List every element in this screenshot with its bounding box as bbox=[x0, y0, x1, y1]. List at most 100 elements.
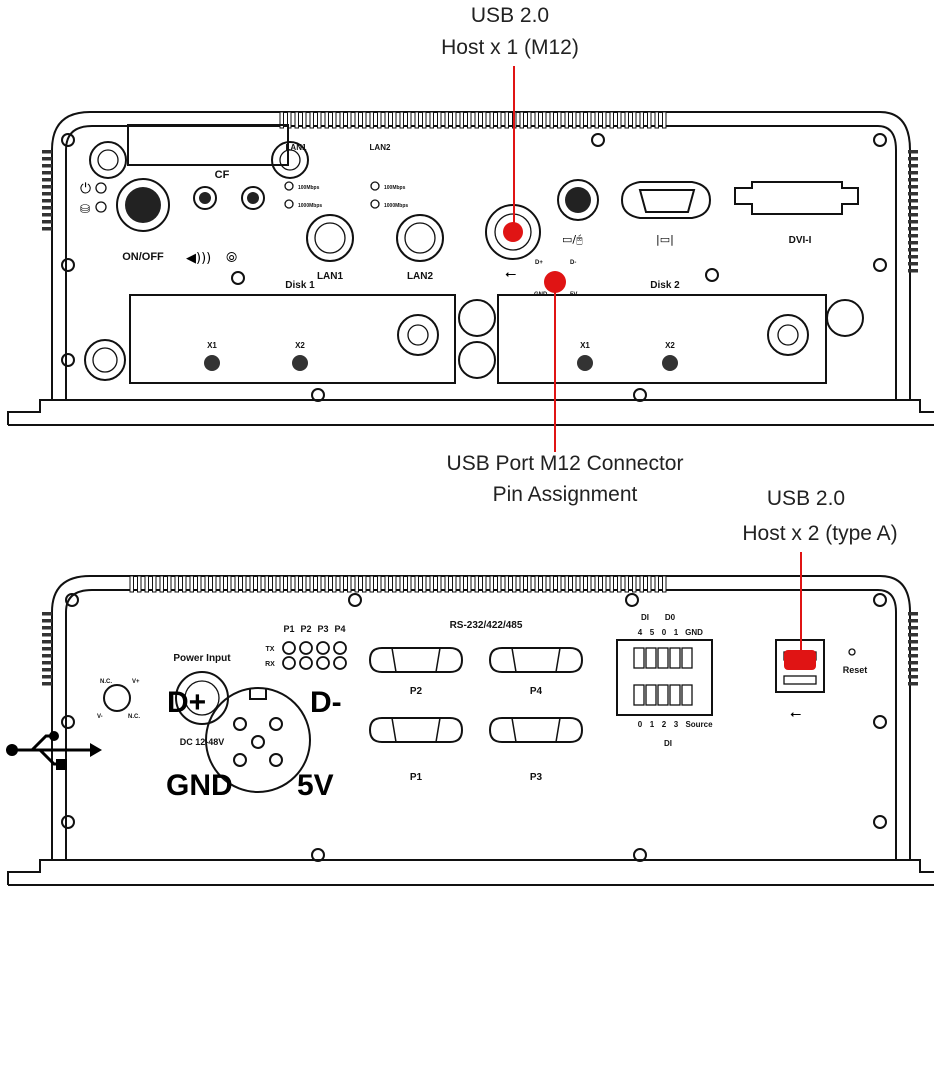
ps2-port[interactable] bbox=[557, 179, 599, 221]
disk1-x1-label: X1 bbox=[207, 341, 217, 350]
side-fins-right bbox=[908, 150, 918, 273]
power-led bbox=[95, 182, 107, 194]
svg-text:P1: P1 bbox=[283, 624, 294, 634]
corner-screw bbox=[873, 133, 887, 147]
svg-text:5: 5 bbox=[650, 628, 655, 637]
dvi-label: DVI-I bbox=[789, 235, 812, 246]
lan1-m12-connector[interactable] bbox=[306, 214, 354, 262]
corner-screw bbox=[61, 715, 75, 729]
usb-icon: ⭠ bbox=[790, 706, 801, 722]
bay-thumbscrew[interactable] bbox=[458, 299, 496, 337]
disk2-x1-led bbox=[577, 355, 593, 371]
bay-thumbscrew[interactable] bbox=[458, 341, 496, 379]
line-in-icon: ⦾ bbox=[226, 250, 237, 266]
svg-text:N.C.: N.C. bbox=[100, 679, 112, 685]
callout-usb-m12-line2: Host x 1 (M12) bbox=[441, 36, 579, 59]
front-panel: CF ⏻ ⛁ ON/OFF ◀))) ⦾ LAN1 100Mbps 1000Mb… bbox=[7, 111, 934, 426]
disk2-x2-label: X2 bbox=[665, 341, 675, 350]
source-label: Source bbox=[685, 720, 713, 729]
corner-screw bbox=[873, 715, 887, 729]
disk1-thumbscrew[interactable] bbox=[84, 339, 126, 381]
disk1-bay[interactable] bbox=[129, 294, 456, 384]
pin-dplus bbox=[233, 717, 247, 731]
rear-panel-body bbox=[51, 575, 911, 860]
keyboard-mouse-icon: ▭/🖰 bbox=[562, 233, 583, 246]
usb-symbol-icon bbox=[6, 731, 102, 770]
lan2-led-1000 bbox=[370, 199, 380, 209]
do-top-label: D0 bbox=[665, 613, 676, 622]
screw bbox=[705, 268, 719, 282]
lan1-speed-1000: 1000Mbps bbox=[298, 203, 322, 209]
gnd-label: GND bbox=[685, 628, 703, 637]
aux-power-connector[interactable] bbox=[103, 684, 131, 712]
disk2-bay[interactable] bbox=[497, 294, 827, 384]
m12-connector-face bbox=[205, 687, 311, 793]
dc-rating-label: DC 12-48V bbox=[180, 737, 225, 747]
power-icon: ⏻ bbox=[80, 181, 91, 197]
screw bbox=[633, 848, 647, 862]
svg-text:4: 4 bbox=[638, 628, 643, 637]
audio-out-jack[interactable] bbox=[193, 186, 217, 210]
svg-text:D+: D+ bbox=[535, 260, 543, 266]
corner-screw bbox=[591, 133, 605, 147]
svg-text:1: 1 bbox=[650, 720, 655, 729]
vga-port[interactable] bbox=[620, 181, 712, 219]
serial-label-p2: P2 bbox=[410, 686, 423, 697]
serial-title: RS-232/422/485 bbox=[450, 620, 523, 631]
corner-screw bbox=[61, 258, 75, 272]
serial-label-p3: P3 bbox=[530, 772, 543, 783]
dio-terminal-block[interactable] bbox=[616, 639, 713, 716]
rear-flange bbox=[7, 859, 934, 885]
storage-led bbox=[95, 201, 107, 213]
corner-screw bbox=[873, 815, 887, 829]
di-top-label: DI bbox=[641, 613, 649, 622]
lan1-label: LAN1 bbox=[317, 271, 344, 282]
corner-screw bbox=[65, 593, 79, 607]
disk1-x1-led bbox=[204, 355, 220, 371]
svg-text:V+: V+ bbox=[132, 679, 140, 685]
usb-typea-highlight bbox=[784, 650, 816, 670]
lan2-speed-1000: 1000Mbps bbox=[384, 203, 408, 209]
callout-usb-typea-line2: Host x 2 (type A) bbox=[742, 522, 897, 545]
svg-text:V-: V- bbox=[97, 714, 103, 720]
thumbscrew-right[interactable] bbox=[271, 141, 309, 179]
svg-text:3: 3 bbox=[674, 720, 679, 729]
pin-dminus bbox=[269, 717, 283, 731]
disk2-lock[interactable] bbox=[767, 314, 809, 356]
usb-pin-diagram: D+ D- GND 5V bbox=[6, 686, 342, 802]
lan1-speed-100: 100Mbps bbox=[298, 185, 320, 191]
storage-icon: ⛁ bbox=[80, 202, 90, 216]
di-bottom-label: DI bbox=[664, 739, 672, 748]
monitor-icon: |▭| bbox=[656, 233, 674, 246]
lan1-led-100 bbox=[284, 181, 294, 191]
on-off-button[interactable] bbox=[116, 178, 170, 232]
svg-text:D-: D- bbox=[570, 260, 576, 266]
bay-thumbscrew[interactable] bbox=[826, 299, 864, 337]
callout-usb-typea-line1: USB 2.0 bbox=[767, 487, 845, 510]
rear-panel: N.C. V+ V- N.C. Power Input DC 12-48V P1… bbox=[7, 575, 934, 886]
lan2-speed-100: 100Mbps bbox=[384, 185, 406, 191]
disk2-label: Disk 2 bbox=[650, 280, 680, 291]
lan1-led-1000 bbox=[284, 199, 294, 209]
disk1-x2-label: X2 bbox=[295, 341, 305, 350]
svg-text:2: 2 bbox=[662, 720, 667, 729]
serial-led-grid bbox=[282, 641, 347, 670]
reset-button[interactable] bbox=[848, 648, 856, 656]
pin-5v bbox=[269, 753, 283, 767]
corner-screw bbox=[625, 593, 639, 607]
svg-text:0: 0 bbox=[662, 628, 667, 637]
thumbscrew-left[interactable] bbox=[89, 141, 127, 179]
usb-m12-highlight bbox=[503, 222, 523, 242]
corner-screw bbox=[348, 593, 362, 607]
front-flange bbox=[7, 399, 934, 425]
cf-label: CF bbox=[215, 169, 230, 181]
speaker-icon: ◀))) bbox=[186, 251, 211, 266]
audio-in-jack[interactable] bbox=[241, 186, 265, 210]
lan2-m12-connector[interactable] bbox=[396, 214, 444, 262]
screw bbox=[231, 271, 245, 285]
corner-screw bbox=[873, 593, 887, 607]
disk1-lock[interactable] bbox=[397, 314, 439, 356]
lan1-top-label: LAN1 bbox=[286, 143, 307, 152]
dvi-port[interactable] bbox=[734, 181, 859, 215]
